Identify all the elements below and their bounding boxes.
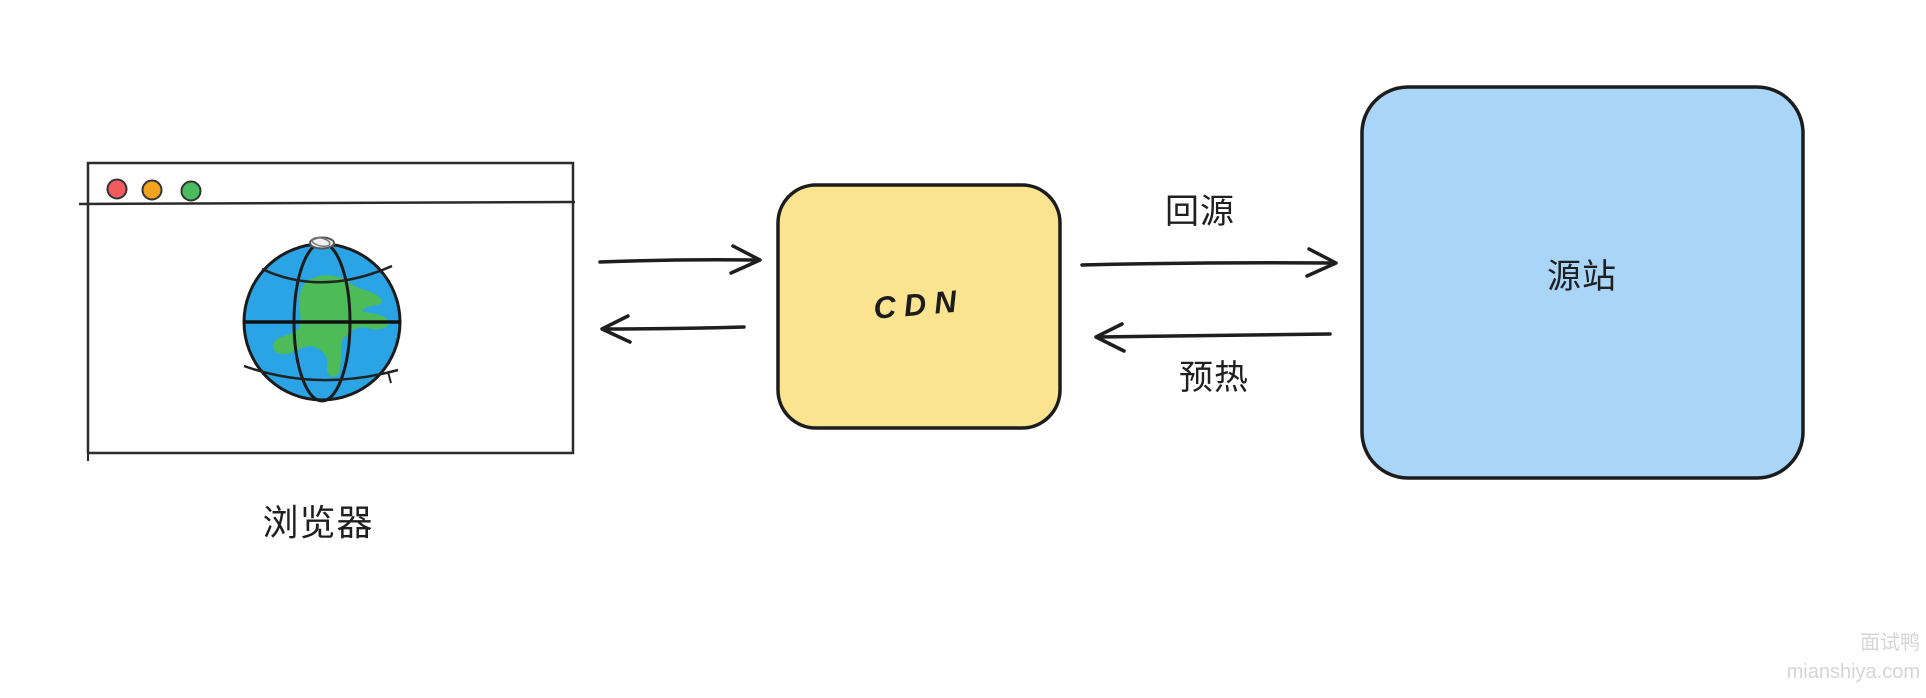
sketch-tick-stroke [387, 371, 392, 384]
browser-label: 浏览器 [262, 502, 374, 543]
browser-to-cdn-arrow [598, 244, 762, 275]
traffic-light-minimize-icon [141, 179, 163, 201]
globe-continent [272, 275, 389, 378]
globe-icon [242, 236, 402, 403]
globe-latitude-top [261, 264, 393, 284]
globe-latitude-bottom [243, 364, 399, 382]
watermark: 面试鸭 mianshiya.com [1787, 629, 1920, 686]
traffic-light-maximize-icon [180, 180, 202, 202]
cdn-to-origin-arrow [1080, 247, 1338, 278]
cdn-node [776, 183, 1062, 430]
origin-label: 源站 [1547, 258, 1617, 296]
watermark-domain: mianshiya.com [1786, 660, 1920, 683]
traffic-light-close-icon [106, 178, 128, 200]
origin-to-cdn-arrow [1094, 322, 1332, 353]
origin-node [1360, 85, 1805, 480]
cdn-to-browser-arrow [600, 314, 746, 344]
watermark-brand: 面试鸭 [1860, 632, 1920, 655]
back-to-origin-arrow-label: 回源 [1165, 193, 1235, 231]
browser-titlebar-divider [78, 200, 576, 206]
globe-pole-scribble-inner [311, 236, 331, 248]
browser-window [78, 161, 576, 461]
preheat-arrow-label: 预热 [1179, 359, 1249, 397]
